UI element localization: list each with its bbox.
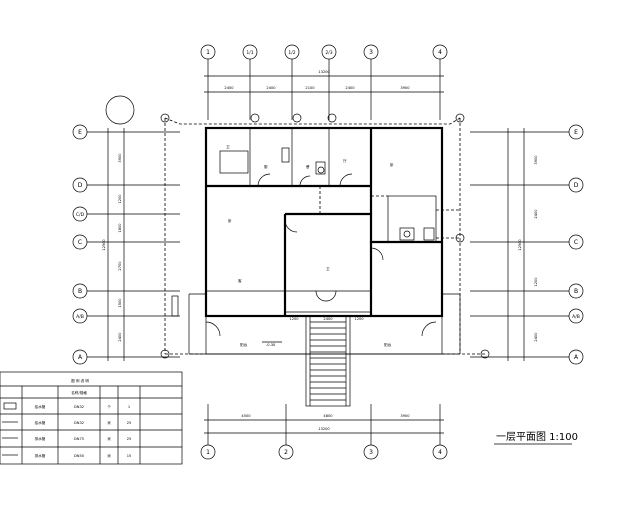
room-labels: 卫 厨 餐 厅 卧 卧 客 卫 阳台 阳台 -0.30 [226, 145, 394, 347]
axis-label-right-A: A [574, 354, 579, 361]
room-label-3: 餐 [306, 164, 310, 169]
legend-row-2-a: 米 [107, 420, 111, 425]
room-label-10: 阳台 [384, 342, 392, 347]
axis-label-left-C: C [78, 239, 82, 246]
level-mark: -0.30 [266, 343, 276, 347]
axis-label-right-C: C [574, 239, 578, 246]
room-label-1: 卫 [226, 145, 230, 149]
room-label-7: 客 [238, 278, 242, 283]
bottom-dim-3: 3900 [400, 414, 410, 418]
axis-label-right-D: D [574, 182, 579, 189]
legend-row-1-a: 个 [107, 404, 111, 409]
left-total-dim: 12900 [102, 239, 106, 251]
room-label-9: 阳台 [240, 342, 248, 347]
legend-row-4-a: 米 [107, 453, 111, 458]
axis-label-right-B: B [574, 288, 578, 295]
legend-row-3-spec: DN75 [74, 437, 84, 441]
left-dim-5: 1500 [118, 298, 122, 308]
top-dim-1: 2400 [224, 86, 234, 90]
right-dim-3: 1200 [534, 277, 538, 287]
fixtures [171, 147, 435, 317]
left-axis-markers: E D C/D C B A/B A [72, 124, 180, 365]
legend-row-1-b: 1 [128, 405, 130, 409]
left-dim-2: 1200 [118, 194, 122, 204]
axis-label-bottom-3: 3 [369, 449, 373, 456]
entry-stair: 1200 2400 1200 [285, 311, 371, 407]
drawing-title: 一层平面图 1:100 [494, 431, 578, 445]
right-dim-2: 2400 [534, 209, 538, 219]
axis-label-left-CD: C/D [76, 212, 85, 218]
left-dim-6: 2400 [118, 332, 122, 342]
axis-label-top-3: 3 [369, 49, 373, 56]
top-axis-markers: 1 1/1 1/2 2/3 3 4 [200, 44, 448, 120]
left-dim-1: 3900 [118, 153, 122, 163]
legend-row-2-name: 给水管 [35, 420, 46, 425]
right-axis-markers: E D C B A/B A [470, 124, 584, 365]
left-dim-3: 1800 [118, 223, 122, 233]
axis-label-bottom-1: 1 [206, 449, 210, 456]
legend-col-header: 名称/规格 [71, 390, 87, 395]
axis-label-left-E: E [78, 129, 82, 136]
entry-dim-3: 1200 [354, 317, 364, 321]
room-label-2: 厨 [264, 164, 268, 169]
bottom-axis-markers: 1 2 3 4 [200, 444, 448, 460]
axis-label-left-B: B [78, 288, 82, 295]
legend-row-3-name: 排水管 [35, 436, 46, 441]
axis-label-bottom-2: 2 [284, 449, 288, 456]
axis-label-left-D: D [78, 182, 83, 189]
top-dim-3: 2100 [305, 86, 315, 90]
axis-label-bottom-4: 4 [438, 449, 442, 456]
room-label-8: 卫 [326, 267, 330, 271]
axis-label-right-AB: A/B [572, 314, 580, 320]
legend-row-3-b: 25 [127, 437, 132, 441]
bottom-dimensions: 4500 4800 3900 13200 [204, 404, 444, 445]
legend-row-2-b: 25 [127, 421, 132, 425]
top-dim-4: 2400 [345, 86, 355, 90]
axis-label-right-E: E [574, 129, 578, 136]
axis-label-left-A: A [78, 354, 83, 361]
entry-dim-2: 2400 [323, 317, 333, 321]
top-dim-5: 3900 [400, 86, 410, 90]
legend-row-1-name: 给水管 [35, 404, 46, 409]
legend-row-4-spec: DN50 [74, 454, 85, 458]
building-walls [188, 126, 461, 355]
axis-label-top-1-2: 1/2 [288, 50, 295, 56]
axis-label-top-1: 1 [206, 49, 210, 56]
top-dimensions: 13200 2400 2400 2100 2400 3900 [204, 70, 444, 93]
axis-label-left-AB: A/B [76, 314, 84, 320]
entry-dim-1: 1200 [289, 317, 299, 321]
bottom-total-dim: 13200 [318, 427, 330, 431]
legend-row-4-b: 15 [127, 454, 132, 458]
doors [205, 173, 437, 337]
axis-label-top-4: 4 [438, 49, 442, 56]
left-dim-4: 2700 [118, 261, 122, 271]
plan-title: 一层平面图 1:100 [496, 431, 578, 443]
right-total-dim: 12900 [518, 239, 522, 251]
left-dimensions: 12900 3900 1200 1800 2700 1500 2400 [102, 153, 122, 342]
legend-row-3-a: 米 [107, 436, 111, 441]
room-label-4: 厅 [343, 158, 347, 163]
legend-table: 图 例 说 明 名称/规格 给水管 DN32 个 1 给水管 DN32 米 25… [0, 371, 183, 465]
right-dim-4: 2400 [534, 332, 538, 342]
top-total-dim: 13200 [318, 70, 330, 74]
right-dim-1: 3900 [534, 155, 538, 165]
bottom-dim-1: 4500 [241, 414, 251, 418]
legend-row-4-name: 排水管 [35, 453, 46, 458]
room-label-6: 卧 [228, 218, 232, 223]
bottom-dim-2: 4800 [323, 414, 333, 418]
axis-label-top-2-3: 2/3 [325, 50, 332, 56]
right-dimensions: 12900 3900 2400 1200 2400 [518, 155, 538, 342]
legend-row-1-spec: DN32 [74, 405, 84, 409]
top-dim-2: 2400 [266, 86, 276, 90]
axis-label-top-1-1: 1/1 [246, 50, 253, 56]
room-label-5: 卧 [390, 162, 394, 167]
legend-row-2-spec: DN32 [74, 421, 84, 425]
legend-header: 图 例 说 明 [71, 378, 89, 383]
pipe-junctions [105, 95, 490, 359]
